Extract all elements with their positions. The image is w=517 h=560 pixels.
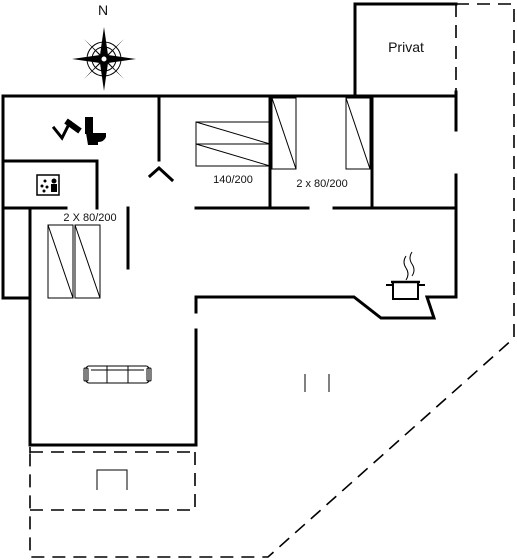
sofa-icon bbox=[83, 365, 152, 384]
compass-rose-icon: N bbox=[72, 2, 136, 91]
twin-beds-right-label: 2 x 80/200 bbox=[296, 178, 347, 190]
compass-north-label: N bbox=[98, 2, 108, 18]
twin-beds-left: 2 X 80/200 bbox=[47, 212, 117, 299]
sauna-icon bbox=[36, 174, 60, 196]
outdoor-table bbox=[96, 469, 128, 490]
twin-beds-left-label: 2 X 80/200 bbox=[63, 212, 116, 224]
cooking-pot-icon bbox=[386, 251, 425, 300]
double-bed-label: 140/200 bbox=[213, 174, 253, 186]
sliding-door-marks bbox=[304, 374, 330, 392]
outer-walls bbox=[1, 2, 458, 447]
shower-icon bbox=[51, 118, 82, 141]
private-room-label: Privat bbox=[388, 39, 424, 55]
twin-beds-right: 2 x 80/200 bbox=[271, 97, 371, 190]
interior-walls bbox=[1, 94, 458, 300]
toilet-icon bbox=[85, 117, 106, 145]
terrace-outline bbox=[29, 3, 515, 558]
double-bed: 140/200 bbox=[195, 121, 271, 186]
